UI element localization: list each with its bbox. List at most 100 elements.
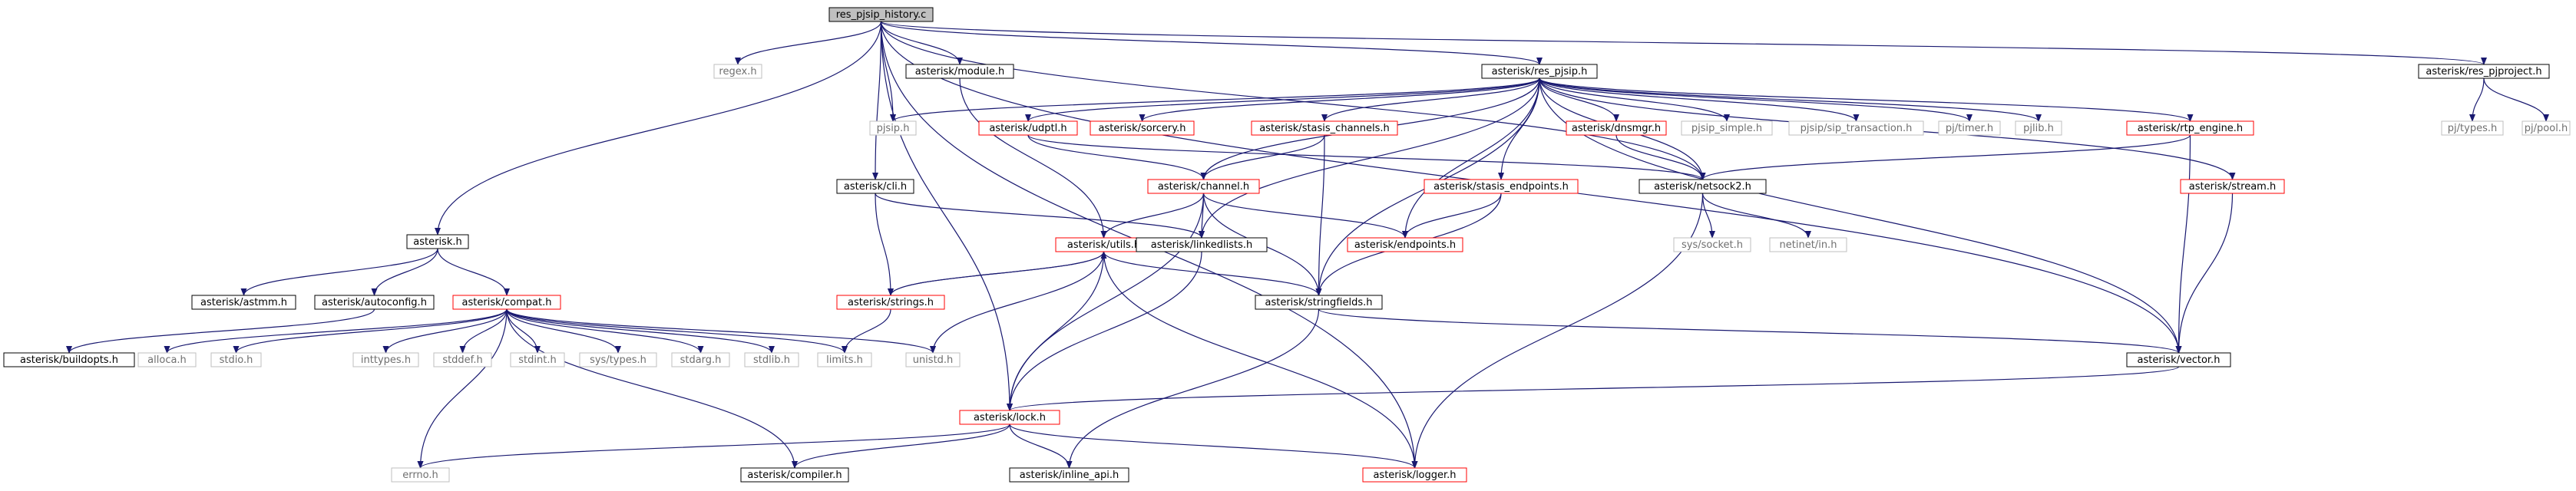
node-box-lock (959, 410, 1060, 425)
edge-compat-to-limits (506, 308, 848, 354)
node-stasis_endpoints[interactable]: asterisk/stasis_endpoints.h (1424, 179, 1579, 194)
node-stdio: stdio.h (210, 352, 262, 367)
edge-netsock2-to-logger (1411, 193, 1704, 469)
node-endpoints[interactable]: asterisk/endpoints.h (1347, 237, 1463, 252)
node-label-stdint: stdint.h (518, 354, 556, 366)
node-channel[interactable]: asterisk/channel.h (1147, 179, 1260, 194)
node-stream[interactable]: asterisk/stream.h (2180, 179, 2285, 194)
node-pjsip_simple: pjsip_simple.h (1681, 120, 1773, 136)
node-sorcery[interactable]: asterisk/sorcery.h (1090, 120, 1195, 136)
edge-udptl-to-channel (1027, 134, 1207, 180)
edge-strings-to-limits (842, 308, 891, 354)
node-label-pjtimer: pj/timer.h (1946, 123, 1993, 134)
node-alloca: alloca.h (137, 352, 197, 367)
node-box-res_pjsip (1481, 64, 1598, 79)
node-label-root: res_pjsip_history.c (836, 9, 926, 21)
node-syssocket: sys/socket.h (1673, 237, 1751, 252)
node-label-limits: limits.h (826, 354, 863, 366)
node-box-module (905, 64, 1014, 79)
node-label-syssocket: sys/socket.h (1682, 239, 1743, 251)
node-box-stdint (510, 352, 565, 367)
node-box-rtp_engine (2126, 120, 2254, 136)
node-compat[interactable]: asterisk/compat.h (452, 295, 561, 310)
node-box-errno (391, 467, 450, 483)
node-logger[interactable]: asterisk/logger.h (1362, 467, 1467, 483)
node-label-res_pjsip: asterisk/res_pjsip.h (1492, 66, 1588, 77)
edge-dnsmgr-to-netsock2 (1615, 134, 1706, 180)
edge-utils-to-lock (1007, 251, 1105, 411)
node-box-inline_api (1009, 467, 1129, 483)
node-inline_api[interactable]: asterisk/inline_api.h (1009, 467, 1129, 483)
edge-stringfields-to-inline_api (1066, 308, 1320, 469)
node-autoconfig[interactable]: asterisk/autoconfig.h (314, 295, 435, 310)
edge-root-to-res_pjsip (880, 21, 1543, 65)
edge-stream-to-vector (2175, 193, 2234, 354)
node-strings[interactable]: asterisk/strings.h (836, 295, 945, 310)
node-label-inline_api: asterisk/inline_api.h (1020, 470, 1119, 481)
edge-utils-to-logger (1103, 251, 1418, 469)
edge-module-to-utils (959, 77, 1107, 239)
node-label-errno: errno.h (402, 470, 438, 481)
node-stddef: stddef.h (433, 352, 492, 367)
edge-root-to-res_pjproject (880, 21, 2487, 65)
node-linkedlists[interactable]: asterisk/linkedlists.h (1136, 237, 1268, 252)
node-asterisk_h[interactable]: asterisk.h (406, 234, 469, 249)
node-module[interactable]: asterisk/module.h (905, 64, 1014, 79)
node-rtp_engine[interactable]: asterisk/rtp_engine.h (2126, 120, 2254, 136)
edge-res_pjsip-to-endpoints (1402, 77, 1540, 239)
node-netinet: netinet/in.h (1769, 237, 1847, 252)
edge-root-to-cli (872, 21, 882, 180)
node-res_pjproject[interactable]: asterisk/res_pjproject.h (2418, 64, 2550, 79)
node-box-pjtimer (1938, 120, 2001, 136)
edge-netsock2-to-netinet (1701, 193, 1811, 239)
node-label-stdlib: stdlib.h (753, 354, 790, 366)
node-stringfields[interactable]: asterisk/stringfields.h (1255, 295, 1383, 310)
edge-res_pjsip-to-pjsip_simple (1539, 77, 1730, 122)
node-compiler[interactable]: asterisk/compiler.h (740, 467, 849, 483)
edge-root-to-netsock2 (880, 21, 1706, 180)
node-buildopts[interactable]: asterisk/buildopts.h (3, 352, 135, 367)
node-udptl[interactable]: asterisk/udptl.h (978, 120, 1078, 136)
edge-rtp_engine-to-vector (2175, 134, 2191, 354)
node-lock[interactable]: asterisk/lock.h (959, 410, 1060, 425)
node-netsock2[interactable]: asterisk/netsock2.h (1639, 179, 1767, 194)
node-label-module: asterisk/module.h (915, 66, 1005, 77)
node-box-pjsip (869, 120, 917, 136)
edge-res_pjsip-to-dnsmgr (1539, 77, 1619, 122)
node-label-cli: asterisk/cli.h (844, 181, 907, 193)
node-utils[interactable]: asterisk/utils.h (1055, 237, 1152, 252)
node-box-unistd (905, 352, 961, 367)
node-box-stringfields (1255, 295, 1383, 310)
node-cli[interactable]: asterisk/cli.h (836, 179, 914, 194)
edge-cli-to-linkedlists (875, 193, 1205, 239)
edge-lock-to-compiler (792, 423, 1010, 469)
edge-compat-to-systypes (506, 308, 621, 354)
node-label-utils: asterisk/utils.h (1067, 239, 1140, 251)
node-dnsmgr[interactable]: asterisk/dnsmgr.h (1566, 120, 1667, 136)
edge-res_pjsip-to-vector (1539, 77, 2182, 354)
node-stasis_channels[interactable]: asterisk/stasis_channels.h (1251, 120, 1398, 136)
node-box-pjsip_simple (1681, 120, 1773, 136)
node-vector[interactable]: asterisk/vector.h (2126, 352, 2231, 367)
node-box-dnsmgr (1566, 120, 1667, 136)
node-pjlib: pjlib.h (2015, 120, 2062, 136)
node-box-stream (2180, 179, 2285, 194)
node-label-vector: asterisk/vector.h (2138, 354, 2221, 366)
node-pjsip: pjsip.h (869, 120, 917, 136)
edge-compat-to-stddef (459, 308, 508, 354)
edge-res_pjsip-to-stasis_channels (1321, 77, 1540, 122)
edge-res_pjsip-to-pjtimer (1539, 77, 1973, 122)
node-astmm[interactable]: asterisk/astmm.h (191, 295, 296, 310)
node-res_pjsip[interactable]: asterisk/res_pjsip.h (1481, 64, 1598, 79)
node-label-endpoints: asterisk/endpoints.h (1354, 239, 1456, 251)
node-label-astmm: asterisk/astmm.h (200, 297, 287, 308)
edge-vector-to-lock (1007, 366, 2180, 411)
node-box-stdarg (671, 352, 730, 367)
node-label-alloca: alloca.h (147, 354, 187, 366)
node-box-stdlib (744, 352, 799, 367)
node-label-systypes: sys/types.h (590, 354, 646, 366)
node-root[interactable]: res_pjsip_history.c (828, 7, 934, 22)
edge-root-to-module (880, 21, 963, 65)
node-box-stdio (210, 352, 262, 367)
edge-compat-to-errno (417, 308, 508, 469)
